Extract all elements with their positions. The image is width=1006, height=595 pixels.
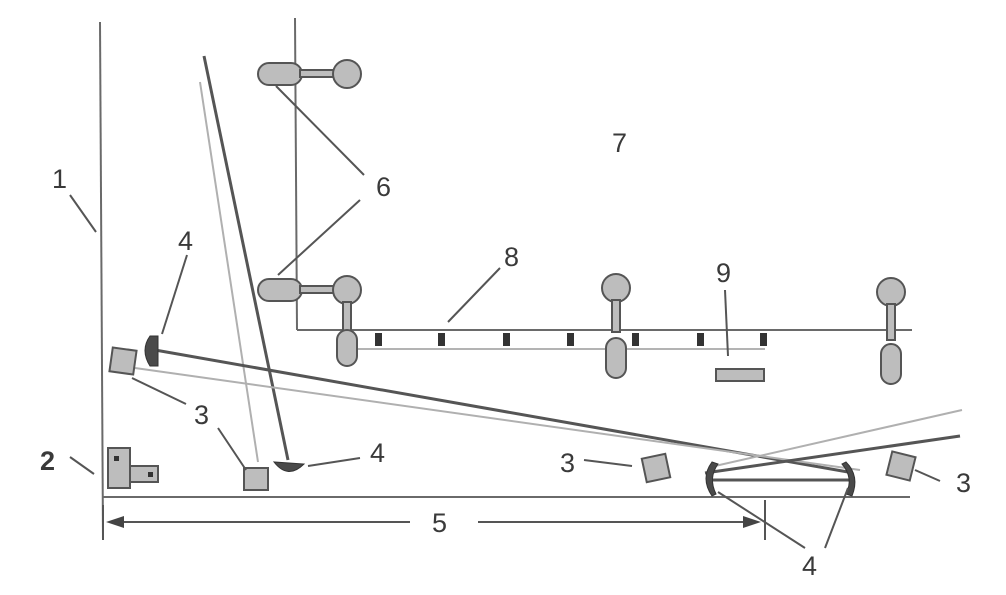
label-3-middle: 3 (560, 448, 575, 478)
left-wall-line (99, 21, 104, 541)
label-3-right: 3 (956, 468, 971, 498)
leader-4c-left (717, 491, 806, 549)
leader-1 (69, 194, 97, 233)
leader-6-lower (277, 199, 361, 276)
mirror-4-left (144, 335, 159, 367)
label-4-right: 4 (802, 551, 817, 581)
leader-9 (724, 289, 729, 357)
square-3-left (108, 346, 138, 376)
mirror-4-right-a (705, 461, 719, 497)
label-1: 1 (52, 164, 67, 194)
knob-6-upper (257, 59, 362, 89)
knob-rail-left (336, 301, 358, 367)
label-7: 7 (612, 128, 627, 158)
knob-rail-right (876, 277, 906, 385)
label-8: 8 (504, 242, 519, 272)
beam-return-dark (704, 434, 961, 475)
square-3-middle (640, 452, 672, 484)
label-9: 9 (716, 258, 731, 288)
beam-diagonal-light (134, 367, 861, 471)
label-3-left: 3 (194, 400, 209, 430)
square-3-bottom (243, 467, 269, 491)
leader-4b (307, 457, 361, 467)
component-2 (107, 447, 159, 489)
leader-2 (69, 456, 95, 475)
leader-3d (914, 469, 941, 482)
knob-rail-middle (601, 273, 631, 379)
dimension-5-arrow-right (743, 516, 761, 528)
dimension-5-arrow-left (106, 516, 124, 528)
mirror-4-bottom (272, 461, 306, 472)
leader-3c (583, 459, 633, 467)
knob-6-lower (257, 275, 362, 305)
beam-return-light (714, 409, 963, 467)
leader-3a (131, 377, 187, 405)
beam-vertical-dark (202, 55, 290, 461)
label-5: 5 (432, 508, 447, 538)
label-4-left: 4 (178, 226, 193, 256)
leader-6-upper (275, 85, 365, 176)
leader-3b (217, 427, 247, 471)
square-3-right (885, 450, 917, 482)
leader-8 (447, 267, 501, 323)
label-4-bottom: 4 (370, 438, 385, 468)
beam-vertical-light (199, 81, 259, 463)
label-6: 6 (376, 172, 391, 202)
label-2: 2 (40, 446, 55, 476)
component-9 (715, 368, 765, 382)
leader-4c-right (824, 487, 849, 549)
leader-4a (161, 254, 188, 335)
rail-8-marks (375, 333, 767, 346)
